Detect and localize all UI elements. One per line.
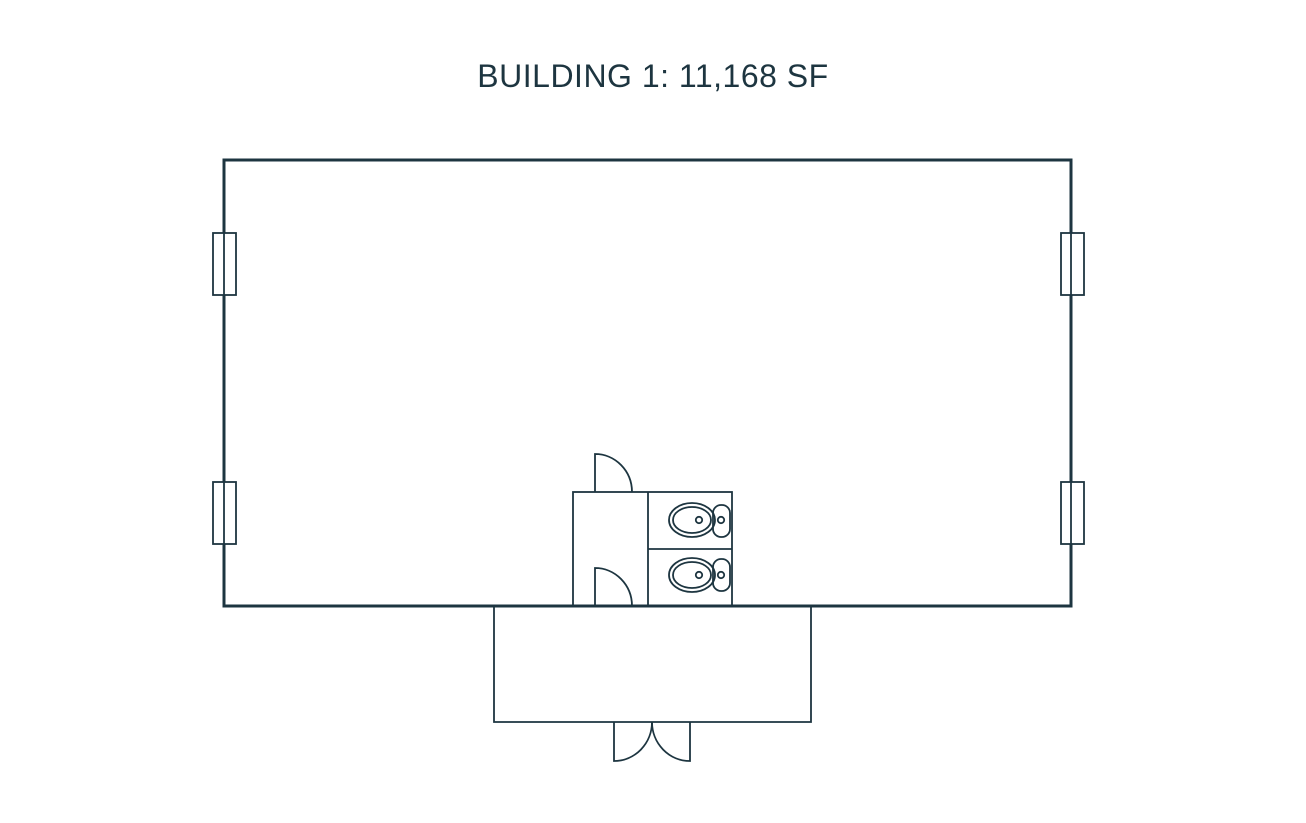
door-swing-lower: [594, 567, 633, 607]
floor-plan-title: BUILDING 1: 11,168 SF: [477, 58, 829, 94]
vestibule-outline: [493, 606, 812, 723]
window-right-upper: [1060, 232, 1085, 296]
door-swing-upper: [594, 453, 633, 493]
toilet-upper-icon: [668, 502, 731, 538]
restroom-block: [572, 453, 733, 607]
entry-vestibule: [493, 606, 812, 762]
double-door-right-swing: [651, 721, 691, 762]
window-right-lower: [1060, 481, 1085, 545]
toilet-lower-icon: [668, 557, 731, 593]
double-door-left-swing: [613, 721, 653, 762]
